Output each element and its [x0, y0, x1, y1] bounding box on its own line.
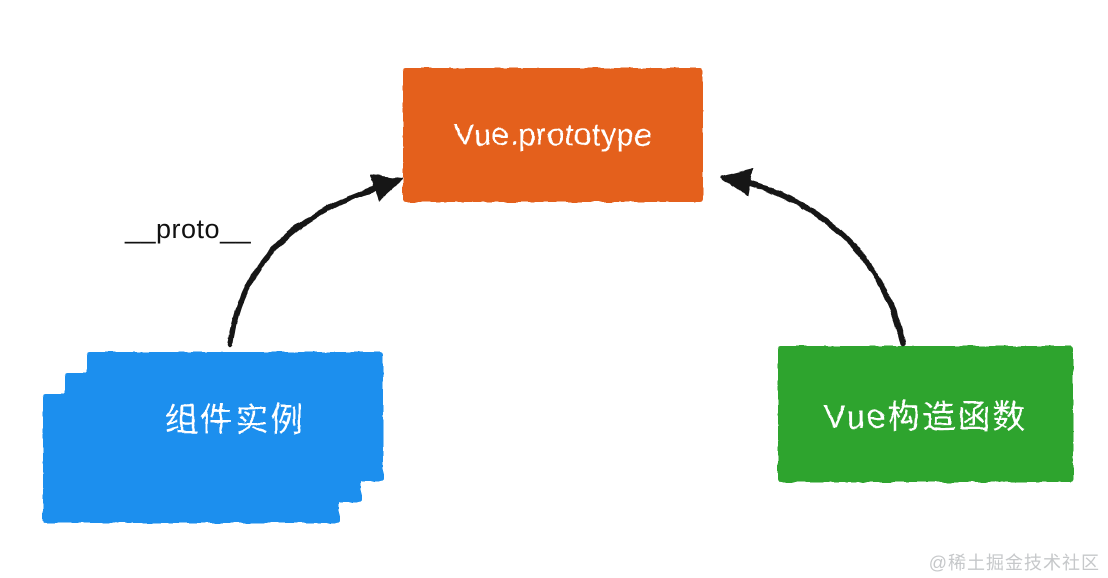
vue-prototype-box: Vue.prototype — [403, 68, 703, 202]
vue-constructor-label: Vue构造函数 — [823, 398, 1028, 435]
stack-layer-front: 组件实例 — [87, 352, 383, 481]
proto-edge-label: __proto__ — [125, 214, 252, 244]
vue-constructor-box: Vue构造函数 — [778, 346, 1073, 482]
constructor-arrow — [743, 179, 906, 346]
constructor-arrowhead — [720, 168, 753, 196]
component-instance-stack: 组件实例 — [43, 352, 383, 523]
proto-arrowhead — [370, 174, 403, 201]
vue-prototype-label: Vue.prototype — [453, 117, 653, 152]
proto-arrow — [227, 184, 383, 348]
watermark: @稀土掘金技术社区 — [928, 553, 1100, 573]
component-instance-label: 组件实例 — [165, 400, 305, 438]
